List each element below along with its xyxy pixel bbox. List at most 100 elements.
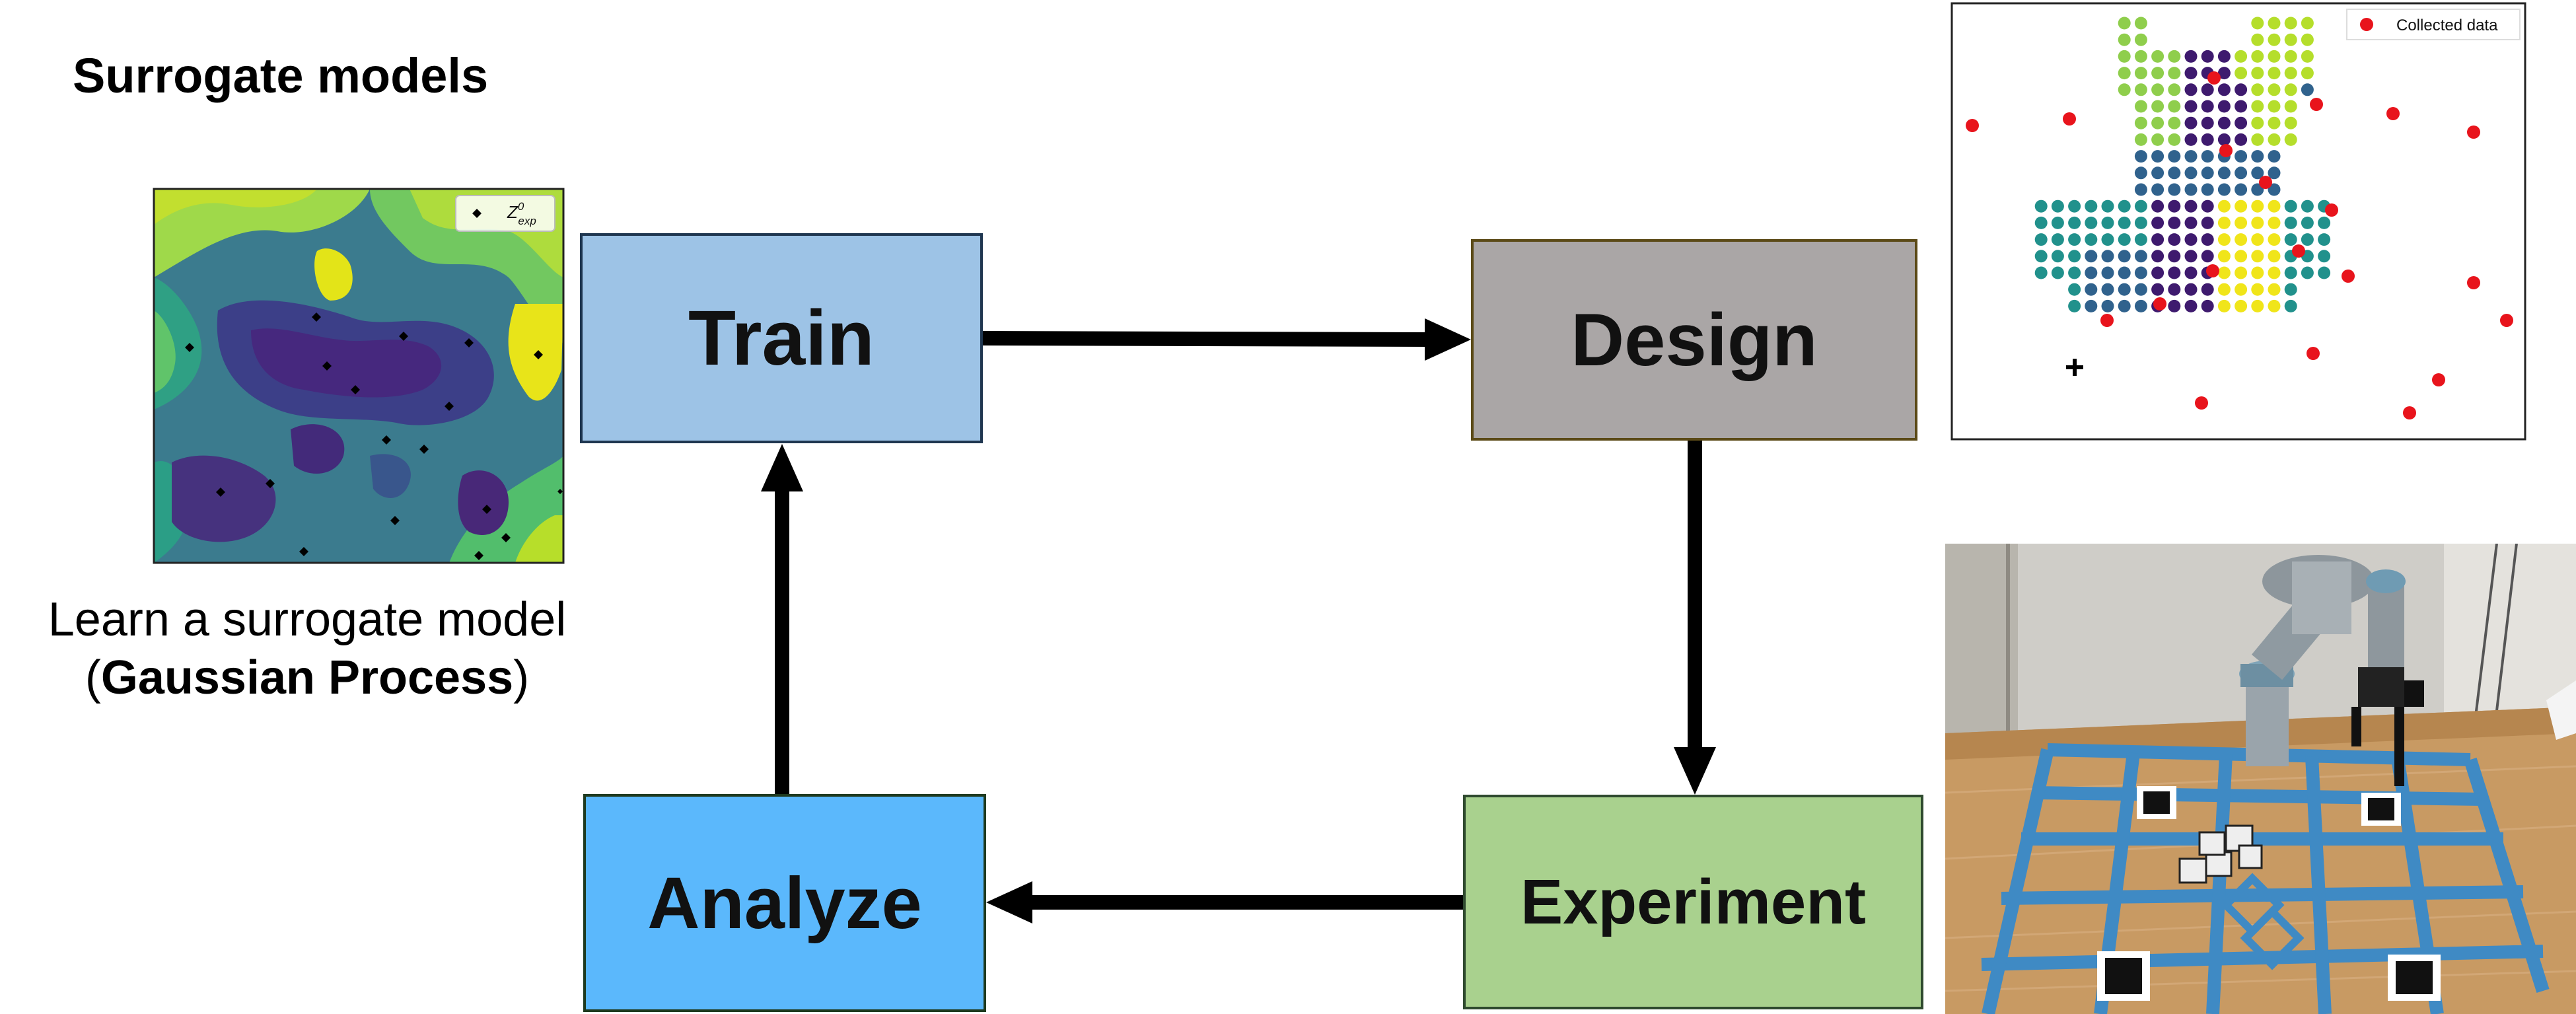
grid-point: [2201, 199, 2214, 213]
grid-point: [2151, 233, 2165, 246]
grid-point: [2068, 299, 2081, 312]
grid-point: [2151, 50, 2165, 63]
grid-point: [2118, 17, 2131, 30]
grid-point: [2318, 266, 2331, 279]
grid-point: [2118, 216, 2131, 229]
grid-point: [2235, 266, 2248, 279]
arrow-train-to-design: [982, 331, 1427, 347]
grid-point: [2118, 33, 2131, 46]
grid-point: [2201, 50, 2214, 63]
grid-point: [2134, 83, 2147, 96]
grid-point: [2134, 183, 2147, 196]
grid-point: [2284, 199, 2297, 213]
collected-data-point: [2195, 396, 2208, 410]
collected-data-point: [2403, 406, 2416, 419]
collected-data-point: [2292, 244, 2305, 258]
grid-point: [2284, 116, 2297, 129]
grid-point: [2217, 183, 2231, 196]
grid-point: [2134, 299, 2147, 312]
grid-point: [2134, 150, 2147, 163]
grid-point: [2151, 133, 2165, 146]
grid-point: [2201, 166, 2214, 180]
grid-point: [2085, 299, 2098, 312]
grid-point: [2201, 216, 2214, 229]
plus-marker: [2066, 359, 2083, 376]
grid-point: [2251, 100, 2264, 113]
scatter-grid-points: [2034, 17, 2331, 312]
grid-point: [2235, 67, 2248, 80]
grid-point: [2085, 233, 2098, 246]
grid-point: [2118, 67, 2131, 80]
grid-point: [2301, 83, 2314, 96]
grid-point: [2184, 116, 2198, 129]
grid-point: [2268, 266, 2281, 279]
grid-point: [2184, 150, 2198, 163]
grid-point: [2184, 299, 2198, 312]
grid-point: [2168, 216, 2181, 229]
grid-point: [2134, 100, 2147, 113]
grid-point: [2251, 133, 2264, 146]
grid-point: [2268, 183, 2281, 196]
collected-data-point: [2386, 107, 2400, 120]
grid-point: [2168, 299, 2181, 312]
grid-point: [2134, 199, 2147, 213]
collected-data-point: [2432, 373, 2445, 386]
grid-point: [2034, 216, 2048, 229]
grid-point: [2151, 150, 2165, 163]
grid-point: [2217, 133, 2231, 146]
grid-point: [2101, 266, 2114, 279]
grid-point: [2151, 183, 2165, 196]
grid-point: [2118, 233, 2131, 246]
grid-point: [2217, 299, 2231, 312]
grid-point: [2085, 283, 2098, 296]
grid-point: [2301, 50, 2314, 63]
grid-point: [2118, 199, 2131, 213]
grid-point: [2134, 67, 2147, 80]
grid-point: [2251, 216, 2264, 229]
grid-point: [2151, 100, 2165, 113]
grid-point: [2201, 150, 2214, 163]
grid-point: [2284, 33, 2297, 46]
grid-point: [2235, 150, 2248, 163]
grid-point: [2217, 233, 2231, 246]
collected-data-point: [2063, 112, 2076, 126]
grid-point: [2284, 50, 2297, 63]
grid-point: [2318, 250, 2331, 263]
collected-data-points: [1966, 71, 2513, 419]
grid-point: [2268, 233, 2281, 246]
grid-point: [2168, 116, 2181, 129]
grid-point: [2284, 233, 2297, 246]
grid-point: [2217, 199, 2231, 213]
grid-point: [2068, 199, 2081, 213]
collected-data-point: [2342, 270, 2355, 283]
grid-point: [2284, 17, 2297, 30]
grid-point: [2284, 100, 2297, 113]
grid-point: [2168, 166, 2181, 180]
grid-point: [2184, 199, 2198, 213]
grid-point: [2235, 299, 2248, 312]
contour-legend-label: Z: [507, 202, 519, 222]
caption-bold: Gaussian Process: [100, 651, 514, 704]
grid-point: [2184, 50, 2198, 63]
grid-point: [2284, 283, 2297, 296]
grid-point: [2151, 67, 2165, 80]
grid-point: [2301, 199, 2314, 213]
grid-point: [2068, 233, 2081, 246]
grid-point: [2101, 199, 2114, 213]
grid-point: [2268, 299, 2281, 312]
grid-point: [2235, 183, 2248, 196]
grid-point: [2235, 250, 2248, 263]
grid-point: [2235, 100, 2248, 113]
grid-point: [2251, 116, 2264, 129]
grid-point: [2101, 283, 2114, 296]
grid-point: [2118, 266, 2131, 279]
grid-point: [2184, 283, 2198, 296]
collected-data-point: [1966, 119, 1979, 132]
grid-point: [2168, 67, 2181, 80]
grid-point: [2251, 50, 2264, 63]
contour-data-points: [185, 312, 563, 560]
grid-point: [2068, 250, 2081, 263]
grid-point: [2235, 199, 2248, 213]
